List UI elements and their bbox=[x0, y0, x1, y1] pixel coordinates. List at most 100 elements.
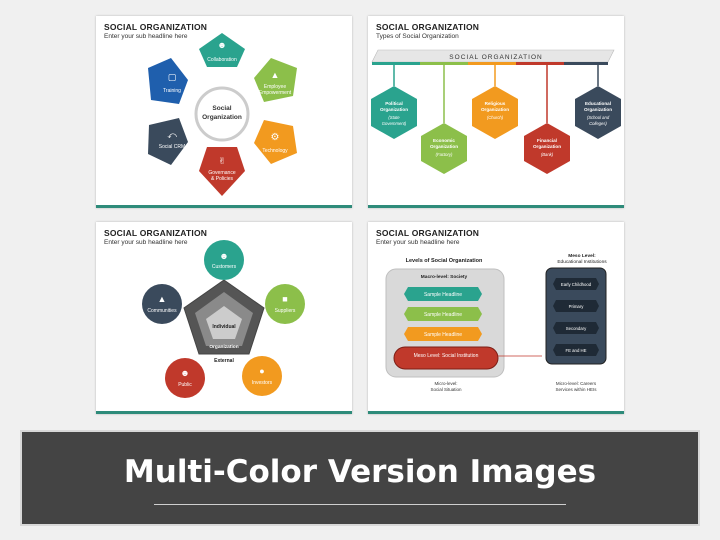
version-banner: Multi-Color Version Images bbox=[20, 430, 700, 526]
svg-text:Primary: Primary bbox=[569, 304, 585, 309]
center-label-2: Organization bbox=[202, 114, 242, 121]
people-icon: ☻ bbox=[219, 251, 228, 261]
svg-text:(State: (State bbox=[388, 115, 400, 120]
slide-title: SOCIAL ORGANIZATION bbox=[376, 228, 480, 238]
type-religious: Religious Organization (Church) bbox=[472, 65, 518, 139]
svg-text:Religious: Religious bbox=[485, 101, 506, 106]
item-label: Technology bbox=[262, 148, 288, 154]
edu-box bbox=[545, 267, 607, 365]
item-label-2: & Policies bbox=[211, 176, 233, 182]
meso-institution-label: Meso Level: Social Institution bbox=[414, 353, 479, 359]
svg-text:(School and: (School and bbox=[587, 115, 610, 120]
stakeholder-suppliers: ■ Suppliers bbox=[265, 284, 305, 324]
gear-icon: ⚙ bbox=[271, 132, 280, 143]
slide-footer-bar bbox=[96, 205, 352, 208]
presentation-icon: ▢ bbox=[168, 72, 177, 82]
svg-text:Organization: Organization bbox=[430, 144, 458, 149]
svg-text:(Bank): (Bank) bbox=[541, 152, 554, 157]
slide-footer-bar bbox=[96, 411, 352, 414]
type-economic: Economic Organization (Factory) bbox=[421, 65, 467, 174]
layer-individual: Individual bbox=[212, 324, 236, 330]
svg-text:Early Childhood: Early Childhood bbox=[561, 282, 592, 287]
slide-title: SOCIAL ORGANIZATION bbox=[376, 22, 480, 32]
slide-4-thumbnail[interactable]: SOCIAL ORGANIZATION Enter your sub headl… bbox=[368, 222, 624, 414]
slide-footer-bar bbox=[368, 411, 624, 414]
svg-text:Organization: Organization bbox=[481, 107, 509, 112]
stakeholder-investors: ● Investors bbox=[242, 356, 282, 396]
edu-item-3 bbox=[553, 322, 599, 334]
svg-text:Organization: Organization bbox=[584, 107, 612, 112]
svg-text:Public: Public bbox=[178, 382, 192, 388]
banner-divider bbox=[154, 504, 566, 505]
svg-text:Organization: Organization bbox=[380, 107, 408, 112]
banner-title: Multi-Color Version Images bbox=[123, 454, 597, 490]
crowd-icon: ☻ bbox=[180, 368, 189, 378]
center-circle bbox=[194, 86, 250, 142]
share-icon: ⤺ bbox=[167, 130, 177, 140]
pentagon-social-crm: ⤺ Social CRM bbox=[148, 118, 188, 165]
svg-text:Sample Headline: Sample Headline bbox=[424, 292, 462, 298]
layer-organization: Organization bbox=[209, 344, 238, 350]
slide-2-thumbnail[interactable]: SOCIAL ORGANIZATION Types of Social Orga… bbox=[368, 16, 624, 208]
edu-item-1 bbox=[553, 278, 599, 290]
headline-2 bbox=[404, 307, 482, 321]
slide-3-thumbnail[interactable]: SOCIAL ORGANIZATION Enter your sub headl… bbox=[96, 222, 352, 414]
levels-diagram: Levels of Social Organization Macro-leve… bbox=[385, 253, 607, 392]
macro-label: Macro-level: Society bbox=[421, 274, 468, 280]
micro-label-2: Social Situation bbox=[430, 387, 462, 392]
slide-1-thumbnail[interactable]: SOCIAL ORGANIZATION Enter your sub headl… bbox=[96, 16, 352, 208]
item-label-1: Employee bbox=[264, 84, 286, 90]
svg-text:Educational: Educational bbox=[585, 101, 611, 106]
careers-label-1: Micro-level: Careers bbox=[556, 381, 597, 386]
svg-text:Secondary: Secondary bbox=[566, 326, 587, 331]
svg-text:Government): Government) bbox=[382, 121, 407, 126]
types-diagram: SOCIAL ORGANIZATION Political Organizati… bbox=[371, 49, 621, 174]
svg-text:Customers: Customers bbox=[212, 264, 237, 270]
pentagon-employee-empowerment: ▲ Employee Empowerment bbox=[254, 58, 297, 102]
pentagon-cycle-diagram: Social Organization ☻ Collaboration ▲ Em… bbox=[148, 33, 297, 196]
stakeholder-customers: ☻ Customers bbox=[204, 240, 244, 280]
type-educational: Educational Organization (School and Col… bbox=[575, 65, 621, 139]
svg-text:FE and HE: FE and HE bbox=[565, 348, 586, 353]
pentagon-collaboration: ☻ Collaboration bbox=[199, 33, 245, 67]
careers-label-2: Services within HEIs bbox=[555, 387, 597, 392]
edu-item-4 bbox=[553, 344, 599, 356]
slide-subtitle: Types of Social Organization bbox=[376, 33, 459, 40]
slide-title: SOCIAL ORGANIZATION bbox=[104, 228, 208, 238]
svg-text:Organization: Organization bbox=[533, 144, 561, 149]
investor-icon: ● bbox=[259, 366, 264, 376]
slide-subtitle: Enter your sub headline here bbox=[104, 33, 188, 40]
levels-title: Levels of Social Organization bbox=[406, 258, 483, 264]
pentagon-governance: ✌ Governance & Policies bbox=[199, 147, 245, 196]
type-financial: Financial Organization (Bank) bbox=[524, 65, 570, 174]
svg-text:Sample Headline: Sample Headline bbox=[424, 312, 462, 318]
svg-text:Sample Headline: Sample Headline bbox=[424, 332, 462, 338]
svg-text:(Church): (Church) bbox=[487, 115, 504, 120]
svg-text:Investors: Investors bbox=[252, 380, 273, 386]
slide-footer-bar bbox=[368, 205, 624, 208]
svg-text:Communities: Communities bbox=[147, 308, 177, 314]
svg-text:Political: Political bbox=[385, 101, 403, 106]
center-label-1: Social bbox=[212, 105, 231, 112]
stakeholder-communities: ▲ Communities bbox=[142, 284, 182, 324]
stakeholder-public: ☻ Public bbox=[165, 358, 205, 398]
svg-text:Suppliers: Suppliers bbox=[275, 308, 296, 314]
item-label: Training bbox=[163, 88, 181, 94]
pentagon-technology: ⚙ Technology bbox=[254, 120, 297, 164]
item-label-1: Governance bbox=[208, 170, 235, 176]
header-label: SOCIAL ORGANIZATION bbox=[449, 54, 542, 61]
growth-icon: ▲ bbox=[271, 70, 280, 80]
micro-label-1: Micro-level: bbox=[434, 381, 457, 386]
team-icon: ☻ bbox=[217, 40, 226, 50]
meso-title-1: Meso Level: bbox=[568, 253, 596, 259]
meso-title-2: Educational Institutions bbox=[557, 259, 607, 265]
community-icon: ▲ bbox=[158, 294, 167, 304]
type-political: Political Organization (State Government… bbox=[371, 65, 417, 139]
handshake-icon: ✌ bbox=[218, 156, 226, 166]
svg-text:Colleges): Colleges) bbox=[589, 121, 607, 126]
pentagon-training: ▢ Training bbox=[148, 58, 188, 104]
slide-title: SOCIAL ORGANIZATION bbox=[104, 22, 208, 32]
stakeholder-pentagon-diagram: Individual Organization External ☻ Custo… bbox=[142, 240, 305, 398]
headline-1 bbox=[404, 287, 482, 301]
slide-subtitle: Enter your sub headline here bbox=[376, 239, 460, 246]
